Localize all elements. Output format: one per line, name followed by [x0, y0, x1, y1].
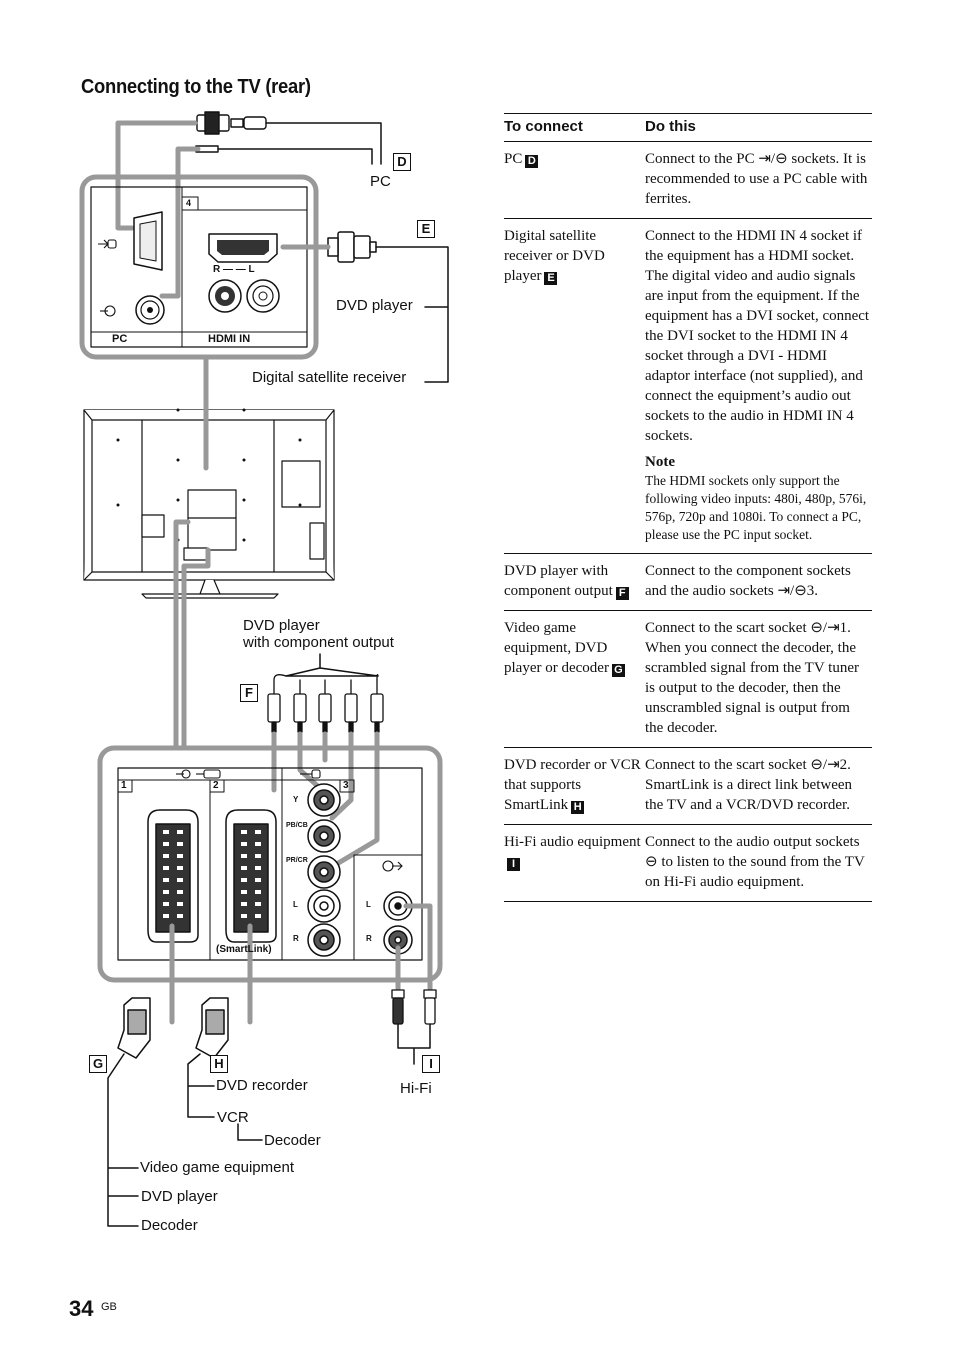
scart-plug-g	[117, 997, 151, 1059]
note-heading: Note	[645, 454, 675, 470]
label-pc: PC	[370, 173, 391, 190]
row-device: Hi-Fi audio equipment	[504, 834, 641, 850]
component-sockets	[307, 783, 341, 957]
row-badge: G	[611, 664, 625, 677]
table-header-row: To connect Do this	[504, 113, 872, 142]
badge-g: G	[89, 1055, 107, 1073]
row-to-connect: DVD recorder or VCR that supports SmartL…	[504, 747, 645, 825]
hdmi-port-number: 4	[186, 198, 192, 208]
page-heading: Connecting to the TV (rear)	[81, 76, 311, 98]
scart-1-number: 1	[121, 780, 127, 791]
component-3-number: 3	[343, 780, 349, 791]
hifi-output-sockets	[383, 891, 413, 955]
badge-i: I	[422, 1055, 440, 1073]
y-label: Y	[293, 795, 299, 804]
table-row: DVD recorder or VCR that supports SmartL…	[504, 747, 872, 825]
row-device: PC	[504, 151, 523, 167]
note-text: The HDMI sockets only support the follow…	[645, 473, 867, 542]
hdmi-rl-label: R — — L	[213, 264, 255, 275]
scart-plug-h	[195, 997, 229, 1059]
row-to-connect: Video game equipment, DVD player or deco…	[504, 610, 645, 748]
label-decoder-h: Decoder	[264, 1132, 321, 1149]
badge-h: H	[210, 1055, 228, 1073]
table-row: Hi-Fi audio equipmentI Connect to the au…	[504, 824, 872, 902]
table-row: Digital satellite receiver or DVD player…	[504, 218, 872, 554]
row-badge: E	[544, 272, 558, 285]
row-badge: F	[615, 587, 629, 600]
tv-back	[83, 409, 335, 599]
label-digital-satellite: Digital satellite receiver	[252, 369, 407, 386]
pc-panel-label: PC	[112, 333, 128, 345]
row-do-this: Connect to the PC ⇥/⊖ sockets. It is rec…	[645, 141, 872, 219]
smartlink-label: (SmartLink)	[216, 944, 272, 955]
page-number-suffix: GB	[101, 1301, 117, 1313]
badge-e: E	[417, 220, 435, 238]
pc-cable-connector	[195, 111, 267, 153]
pb-label: PB/CB	[286, 822, 308, 829]
badge-f: F	[240, 684, 258, 702]
component-bracket	[285, 653, 379, 677]
row-badge: D	[525, 155, 539, 168]
table-row: Video game equipment, DVD player or deco…	[504, 610, 872, 748]
component-plugs	[267, 674, 384, 733]
scart-socket-2	[225, 809, 277, 943]
pc-audio-cable	[217, 148, 373, 165]
row-device: DVD player with component output	[504, 563, 613, 599]
hdmi-plug	[327, 231, 377, 263]
pr-label: PR/CR	[286, 857, 308, 864]
bracket-h	[187, 1053, 263, 1141]
row-do-this: Connect to the scart socket ⊖/⇥2. SmartL…	[645, 747, 872, 825]
badge-d: D	[393, 153, 411, 171]
label-hifi: Hi-Fi	[400, 1080, 432, 1097]
label-video-game: Video game equipment	[140, 1159, 294, 1176]
row-to-connect: Hi-Fi audio equipmentI	[504, 824, 645, 902]
row-do-this: Connect to the component sockets and the…	[645, 553, 872, 611]
row-instruction: Connect to the HDMI IN 4 socket if the e…	[645, 228, 870, 444]
label-decoder-g: Decoder	[141, 1217, 198, 1234]
row-device: Video game equipment, DVD player or deco…	[504, 620, 609, 676]
scart-2-number: 2	[213, 780, 219, 791]
row-to-connect: Digital satellite receiver or DVD player…	[504, 218, 645, 554]
bracket-g	[107, 1053, 139, 1227]
row-do-this: Connect to the scart socket ⊖/⇥1. When y…	[645, 610, 872, 748]
top-panel-frame	[79, 174, 319, 360]
scart-socket-1	[147, 809, 199, 943]
header-do-this: Do this	[645, 113, 872, 142]
row-device: Digital satellite receiver or DVD player	[504, 228, 605, 284]
label-dvd-recorder: DVD recorder	[216, 1077, 308, 1094]
label-dvd-player-g: DVD player	[141, 1188, 218, 1205]
header-to-connect: To connect	[504, 113, 645, 142]
hifi-l-label: L	[366, 900, 371, 909]
label-dvd-player-hdmi: DVD player	[336, 297, 413, 314]
row-badge: I	[507, 858, 520, 871]
pc-vga-cable	[265, 122, 382, 165]
hdmi-audio-l-socket	[246, 279, 280, 313]
row-badge: H	[571, 801, 585, 814]
hdmi-in-label: HDMI IN	[208, 333, 251, 345]
audio-r-label: R	[293, 934, 299, 943]
bottom-panel-frame	[97, 745, 443, 983]
label-vcr: VCR	[217, 1109, 249, 1126]
label-dvd-component-2: with component output	[243, 634, 394, 651]
audio-l-label: L	[293, 900, 298, 909]
hifi-plugs	[391, 989, 437, 1025]
label-dvd-component-1: DVD player	[243, 617, 320, 634]
hifi-r-label: R	[366, 934, 372, 943]
row-do-this: Connect to the audio output sockets ⊖ to…	[645, 824, 872, 902]
row-do-this: Connect to the HDMI IN 4 socket if the e…	[645, 218, 872, 554]
row-device: DVD recorder or VCR that supports SmartL…	[504, 757, 641, 813]
page-number: 34	[69, 1296, 94, 1321]
hdmi-bracket	[375, 246, 449, 383]
